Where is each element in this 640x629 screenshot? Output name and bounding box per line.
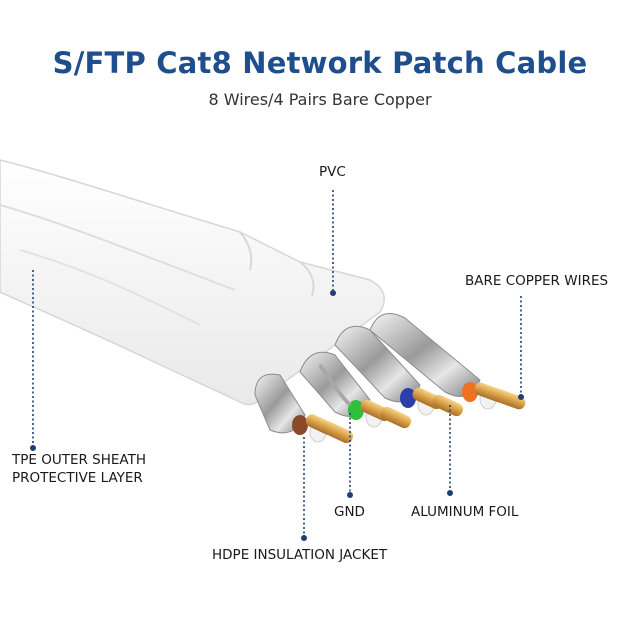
label-pvc: PVC xyxy=(319,164,346,180)
pair-orange xyxy=(369,313,526,410)
ground-wire xyxy=(318,363,352,407)
pair-blue xyxy=(334,325,464,417)
label-protective-layer: PROTECTIVE LAYER xyxy=(12,470,143,486)
page-subtitle: 8 Wires/4 Pairs Bare Copper xyxy=(208,90,432,109)
pair-brown xyxy=(254,373,354,444)
label-aluminum-foil: ALUMINUM FOIL xyxy=(411,504,519,520)
label-gnd: GND xyxy=(334,504,365,520)
label-hdpe-insulation-jacket: HDPE INSULATION JACKET xyxy=(212,547,388,563)
leader-lines xyxy=(30,190,524,541)
label-tpe-outer-sheath: TPE OUTER SHEATH xyxy=(12,452,146,468)
label-bare-copper-wires: BARE COPPER WIRES xyxy=(465,273,609,289)
page-title: S/FTP Cat8 Network Patch Cable xyxy=(52,46,588,80)
cable-sheath xyxy=(0,159,385,406)
